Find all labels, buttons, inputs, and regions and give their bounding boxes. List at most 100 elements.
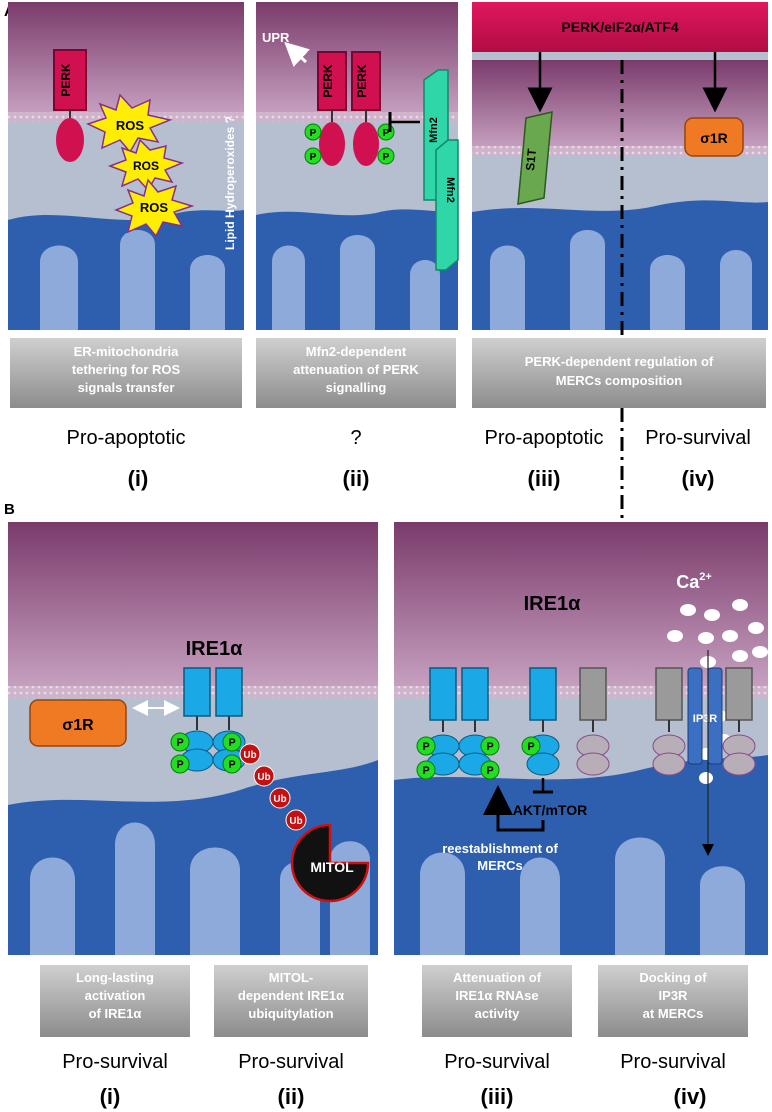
caption-line: activation — [85, 988, 146, 1003]
numeral-a-iii: (iii) — [528, 466, 561, 491]
caption-line: signalling — [326, 380, 387, 395]
phospho-label: P — [176, 737, 183, 749]
ire1a-label: IRE1α — [524, 593, 581, 615]
ub-label: Ub — [273, 794, 286, 805]
s1t-label: S1T — [523, 147, 539, 171]
caption-line: signals transfer — [78, 380, 175, 395]
ub-label: Ub — [257, 772, 270, 783]
perk-label: PERK — [355, 64, 369, 98]
akt-mtor-label: AKT/mTOR — [513, 802, 587, 818]
mitol-protein: MITOL — [290, 823, 370, 903]
caption-line: of IRE1α — [89, 1006, 142, 1021]
mfn2-label: Mfn2 — [444, 177, 456, 203]
akt-mtor-inhibition: AKT/mTOR — [483, 778, 587, 832]
numeral-b-ii: (ii) — [278, 1084, 305, 1109]
reestablishment-label-1: reestablishment of — [442, 841, 558, 856]
outcome-b-i: Pro-survival — [62, 1051, 168, 1073]
caption-line: IP3R — [659, 988, 689, 1003]
sigma1r-label: σ1R — [62, 717, 94, 734]
perk-dimer: PERK PERK — [317, 51, 381, 166]
outcome-a-ii: ? — [350, 427, 361, 449]
numeral-a-i: (i) — [128, 466, 149, 491]
caption-line: MITOL- — [269, 970, 314, 985]
sigma1r-protein: σ1R — [684, 117, 744, 157]
ip3r-channel: IP3R — [687, 667, 723, 765]
banner-label: PERK/eIF2α/ATF4 — [561, 19, 678, 35]
ros-label: ROS — [116, 118, 145, 133]
mfn2-protein: Mfn2 Mfn2 — [423, 69, 459, 271]
ca-label: Ca2+ — [676, 571, 712, 592]
phospho-label: P — [486, 765, 493, 777]
perk-label: PERK — [59, 63, 73, 97]
caption-a-ii: Mfn2-dependent attenuation of PERK signa… — [256, 338, 456, 408]
ub-label: Ub — [289, 816, 302, 827]
numeral-b-i: (i) — [100, 1084, 121, 1109]
caption-line: dependent IRE1α — [238, 988, 344, 1003]
lipid-hydroperoxides-label: Lipid Hydroperoxides ? — [223, 116, 237, 250]
phospho-label: P — [527, 741, 534, 753]
inhibition-bar — [388, 112, 420, 132]
ub-label: Ub — [243, 750, 256, 761]
phospho-label: P — [310, 152, 317, 163]
perk-eif2a-atf4-banner — [472, 2, 768, 52]
numeral-b-iv: (iv) — [674, 1084, 707, 1109]
caption-line: tethering for ROS — [72, 362, 181, 377]
phospho-label: P — [383, 128, 390, 139]
caption-b-iii: Attenuation of IRE1α RNAse activity — [422, 965, 572, 1037]
caption-a-i: ER-mitochondria tethering for ROS signal… — [10, 338, 242, 408]
caption-line: ER-mitochondria — [74, 344, 179, 359]
caption-line: IRE1α RNAse — [455, 988, 538, 1003]
perk-label: PERK — [321, 64, 335, 98]
caption-a-iii: PERK-dependent regulation of MERCs compo… — [472, 338, 766, 408]
caption-line: MERCs composition — [556, 373, 682, 388]
upr-arrow — [284, 41, 310, 67]
ire1a-mixed-dimer: P — [521, 667, 610, 776]
phospho-label: P — [383, 152, 390, 163]
phospho-label: P — [422, 741, 429, 753]
sigma1r-protein: σ1R — [29, 699, 127, 747]
caption-b-ii: MITOL- dependent IRE1α ubiquitylation — [214, 965, 368, 1037]
reestablishment-label-2: MERCs — [477, 858, 523, 873]
mitol-label: MITOL — [310, 859, 354, 875]
s1t-protein: S1T — [517, 111, 553, 205]
caption-b-iv: Docking of IP3R at MERCs — [598, 965, 748, 1037]
caption-line: Mfn2-dependent — [306, 344, 407, 359]
numeral-b-iii: (iii) — [481, 1084, 514, 1109]
phospho-group: P P P P — [416, 736, 500, 780]
outcome-a-iii: Pro-apoptotic — [485, 427, 604, 449]
outcome-b-iii: Pro-survival — [444, 1051, 550, 1073]
caption-line: PERK-dependent regulation of — [525, 354, 714, 369]
outcome-a-iv: Pro-survival — [645, 427, 751, 449]
numeral-a-iv: (iv) — [682, 466, 715, 491]
mfn2-label: Mfn2 — [428, 117, 440, 143]
ire1a-label: IRE1α — [186, 638, 243, 660]
caption-line: attenuation of PERK — [293, 362, 419, 377]
phospho-label: P — [176, 759, 183, 771]
panel-a-i-cell — [8, 2, 244, 330]
caption-line: activity — [475, 1006, 521, 1021]
sigma1r-label: σ1R — [700, 130, 727, 146]
caption-line: Attenuation of — [453, 970, 542, 985]
ubiquitin-chain: Ub Ub Ub Ub — [239, 743, 307, 831]
phospho-label: P — [486, 741, 493, 753]
caption-line: at MERCs — [643, 1006, 704, 1021]
phospho-label: P — [228, 737, 235, 749]
phospho-group: P P P P — [170, 732, 242, 774]
outcome-b-iv: Pro-survival — [620, 1051, 726, 1073]
perk-protein: PERK — [53, 49, 87, 162]
caption-line: Long-lasting — [76, 970, 154, 985]
phospho-label: P — [422, 765, 429, 777]
ros-burst-3: ROS — [113, 178, 195, 238]
ire1a-active-dimer — [426, 667, 492, 776]
ip3r-label: IP3R — [693, 713, 718, 725]
ros-label: ROS — [140, 200, 169, 215]
caption-b-i: Long-lasting activation of IRE1α — [40, 965, 190, 1037]
numeral-a-ii: (ii) — [343, 466, 370, 491]
ire1a-inactive-ip3r-complex — [652, 667, 756, 776]
phospho-label: P — [228, 759, 235, 771]
caption-line: ubiquitylation — [248, 1006, 333, 1021]
panel-b-letter: B — [4, 501, 15, 518]
outcome-b-ii: Pro-survival — [238, 1051, 344, 1073]
upr-label: UPR — [262, 30, 290, 45]
